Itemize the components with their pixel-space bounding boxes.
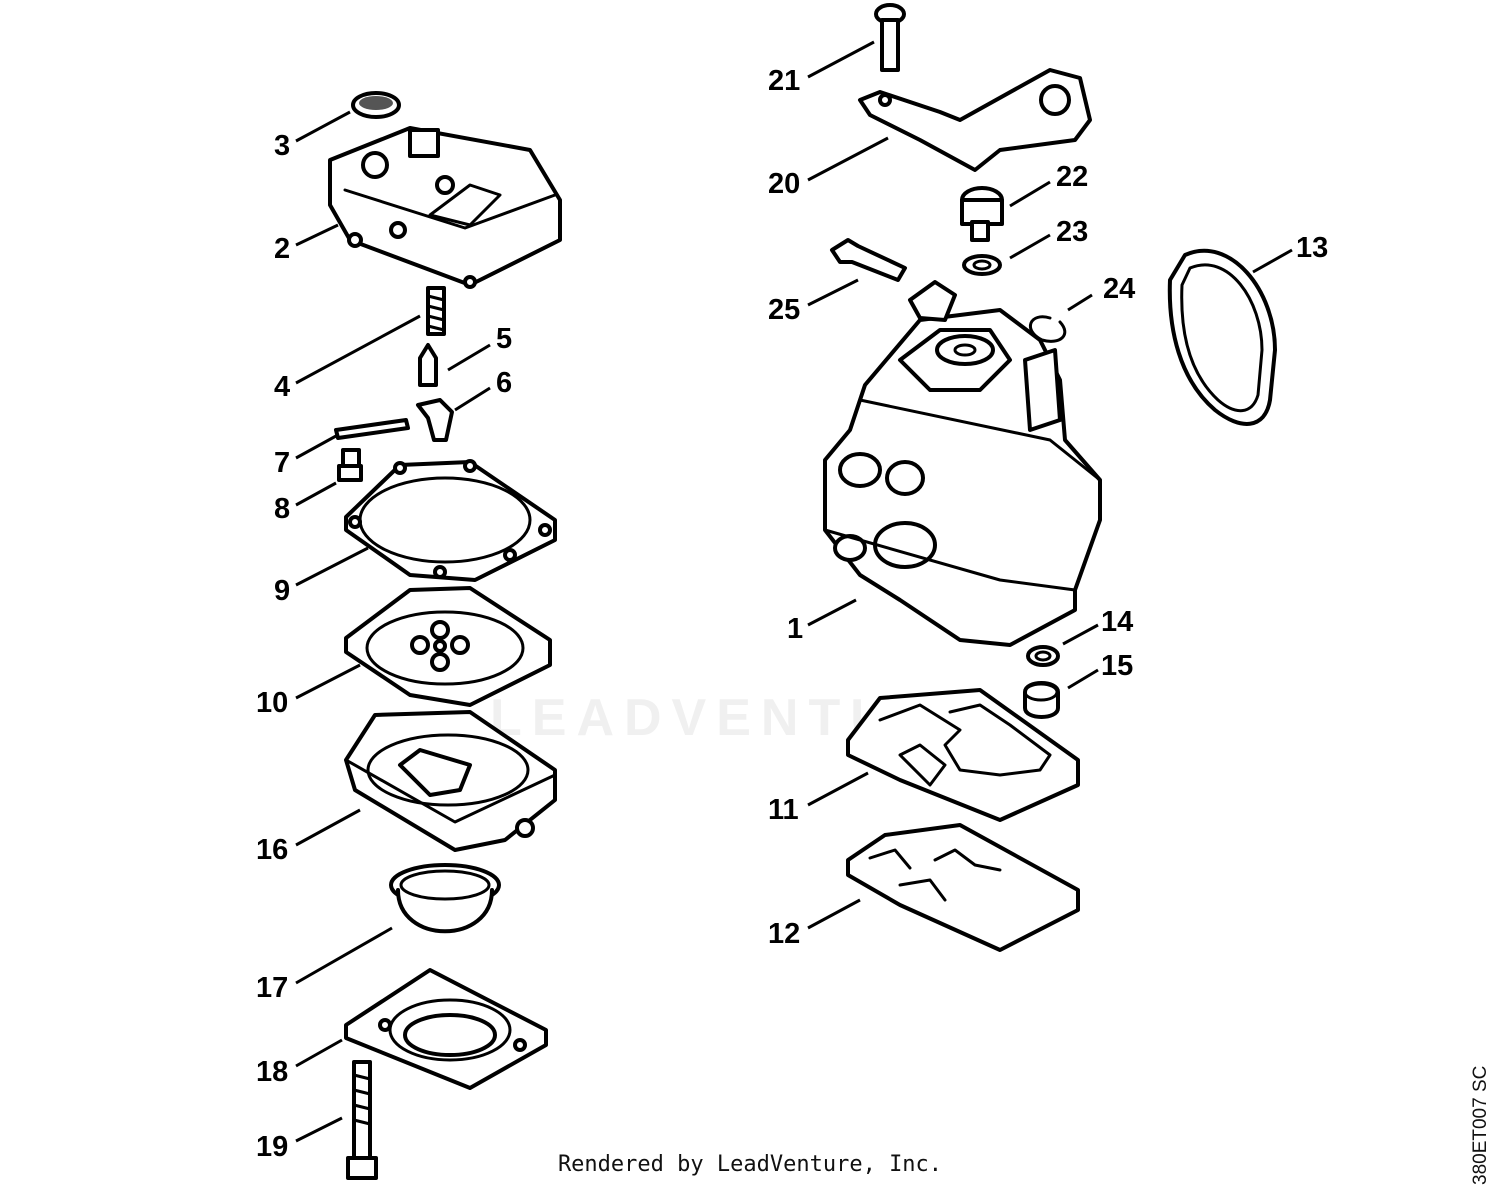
callout-14: 14 [1101, 606, 1133, 638]
callout-25: 25 [768, 294, 800, 326]
part-7-spindle [334, 418, 410, 440]
callout-7: 7 [274, 447, 290, 479]
callout-16: 16 [256, 834, 288, 866]
callout-6: 6 [496, 367, 512, 399]
callout-9: 9 [274, 575, 290, 607]
part-22-adjusting-screw [960, 186, 1004, 242]
callout-21: 21 [768, 65, 800, 97]
part-19-screw [346, 1060, 378, 1180]
part-8-screw [337, 448, 363, 482]
callout-10: 10 [256, 687, 288, 719]
part-20-bracket [858, 68, 1092, 172]
part-6-control-lever [416, 398, 454, 442]
callout-11: 11 [768, 794, 799, 826]
callout-3: 3 [274, 130, 290, 162]
part-12-gasket [846, 823, 1080, 952]
callout-12: 12 [768, 918, 800, 950]
part-16-housing [344, 710, 557, 852]
part-4-spring [426, 286, 446, 336]
callout-15: 15 [1101, 650, 1133, 682]
part-21-screw [874, 3, 906, 72]
callout-13: 13 [1296, 232, 1328, 264]
part-17-primer-bulb [389, 863, 501, 934]
part-5-inlet-needle [418, 343, 438, 387]
drawing-code: 380ET007 SC [1470, 1065, 1491, 1185]
callout-17: 17 [256, 972, 288, 1004]
part-15-plug [1023, 681, 1060, 719]
render-credit: Rendered by LeadVenture, Inc. [557, 1152, 943, 1177]
leader-lines [295, 40, 1293, 1143]
part-14-o-ring [1026, 645, 1060, 667]
part-13-gasket-ring [1167, 248, 1277, 426]
callout-8: 8 [274, 493, 290, 525]
part-10-diaphragm [344, 586, 552, 707]
part-11-gasket [846, 688, 1080, 822]
callout-5: 5 [496, 323, 512, 355]
part-9-gasket [344, 459, 557, 582]
callout-4: 4 [274, 371, 290, 403]
callout-18: 18 [256, 1056, 288, 1088]
callout-labels: 3 2 4 5 6 7 8 9 10 16 17 18 19 21 20 22 … [256, 65, 1328, 1163]
callout-23: 23 [1056, 216, 1088, 248]
part-1-carburetor-body [823, 280, 1102, 647]
callout-22: 22 [1056, 161, 1088, 193]
part-25-screw [830, 238, 907, 282]
callout-1: 1 [787, 613, 803, 645]
callout-24: 24 [1103, 273, 1135, 305]
part-2-cover [328, 126, 562, 289]
callout-19: 19 [256, 1131, 288, 1163]
part-23-washer [962, 254, 1002, 276]
callout-20: 20 [768, 168, 800, 200]
part-3-screen [351, 91, 401, 119]
callout-2: 2 [274, 233, 290, 265]
part-18-retainer [344, 968, 548, 1090]
